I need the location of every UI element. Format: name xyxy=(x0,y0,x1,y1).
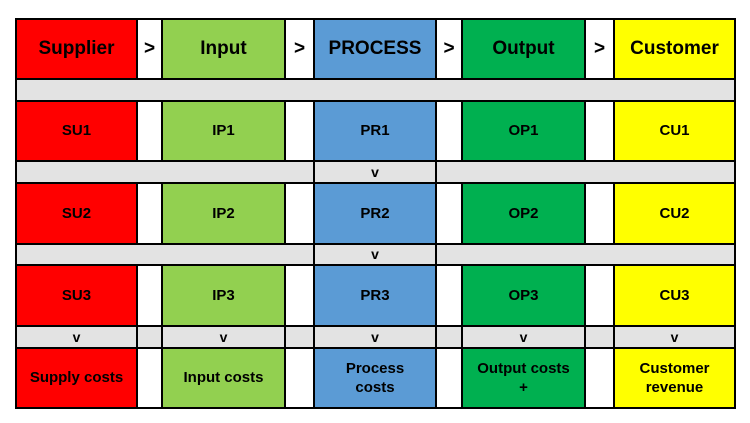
row-3-customer: CU3 xyxy=(613,264,736,327)
header-arrow-1: > xyxy=(136,18,163,80)
row-1-customer: CU1 xyxy=(613,100,736,162)
row-3-input: IP3 xyxy=(161,264,286,327)
row-1-supplier: SU1 xyxy=(15,100,138,162)
row-2-gap-3 xyxy=(435,182,463,245)
row-3-supplier: SU3 xyxy=(15,264,138,327)
row-3-process: PR3 xyxy=(313,264,437,327)
total-gap-4 xyxy=(584,347,615,409)
row-1-input: IP1 xyxy=(161,100,286,162)
row-1-output: OP1 xyxy=(461,100,586,162)
row-2-gap-2 xyxy=(284,182,315,245)
separator-bottom-input-arrow: v xyxy=(161,325,286,349)
separator-2-right xyxy=(435,243,736,266)
total-gap-3 xyxy=(435,347,463,409)
separator-bottom-gap-3 xyxy=(435,325,463,349)
total-gap-2 xyxy=(284,347,315,409)
row-2-gap-4 xyxy=(584,182,615,245)
header-process: PROCESS xyxy=(313,18,437,80)
row-2-supplier: SU2 xyxy=(15,182,138,245)
separator-bottom-gap-2 xyxy=(284,325,315,349)
header-arrow-2: > xyxy=(284,18,315,80)
separator-2-process-arrow: v xyxy=(313,243,437,266)
total-input-costs: Input costs xyxy=(161,347,286,409)
row-2-process: PR2 xyxy=(313,182,437,245)
separator-header xyxy=(15,78,736,102)
total-gap-1 xyxy=(136,347,163,409)
row-1-process: PR1 xyxy=(313,100,437,162)
total-process-costs: Process costs xyxy=(313,347,437,409)
row-1-gap-1 xyxy=(136,100,163,162)
header-customer: Customer xyxy=(613,18,736,80)
separator-bottom-process-arrow: v xyxy=(313,325,437,349)
header-arrow-4: > xyxy=(584,18,615,80)
row-2-output: OP2 xyxy=(461,182,586,245)
header-arrow-3: > xyxy=(435,18,463,80)
separator-1-right xyxy=(435,160,736,184)
separator-bottom-output-arrow: v xyxy=(461,325,586,349)
row-3-gap-3 xyxy=(435,264,463,327)
row-2-gap-1 xyxy=(136,182,163,245)
row-2-input: IP2 xyxy=(161,182,286,245)
row-3-gap-1 xyxy=(136,264,163,327)
header-supplier: Supplier xyxy=(15,18,138,80)
row-3-output: OP3 xyxy=(461,264,586,327)
separator-1-left xyxy=(15,160,315,184)
row-3-gap-2 xyxy=(284,264,315,327)
separator-bottom-customer-arrow: v xyxy=(613,325,736,349)
separator-2-left xyxy=(15,243,315,266)
total-customer-revenue: Customer revenue xyxy=(613,347,736,409)
row-3-gap-4 xyxy=(584,264,615,327)
separator-bottom-gap-1 xyxy=(136,325,163,349)
header-input: Input xyxy=(161,18,286,80)
separator-bottom-supplier-arrow: v xyxy=(15,325,138,349)
separator-1-process-arrow: v xyxy=(313,160,437,184)
header-output: Output xyxy=(461,18,586,80)
separator-bottom-gap-4 xyxy=(584,325,615,349)
total-output-costs: Output costs + xyxy=(461,347,586,409)
row-2-customer: CU2 xyxy=(613,182,736,245)
row-1-gap-2 xyxy=(284,100,315,162)
row-1-gap-3 xyxy=(435,100,463,162)
row-1-gap-4 xyxy=(584,100,615,162)
total-supply-costs: Supply costs xyxy=(15,347,138,409)
